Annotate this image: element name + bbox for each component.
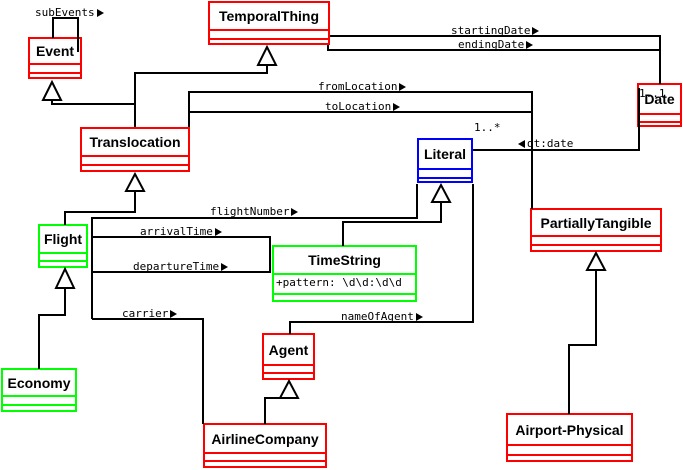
class-box-airportphysical[interactable]: Airport-Physical	[506, 413, 633, 462]
assoc-label-fromlocation: fromLocation	[318, 81, 407, 92]
attribute-compartment	[264, 364, 313, 372]
arrow-right-icon	[214, 228, 222, 236]
generalization-line-translocation-event	[51, 100, 135, 105]
attribute-compartment: +pattern: \d\d:\d\d	[274, 273, 415, 293]
attribute-compartment	[210, 29, 328, 38]
operation-compartment	[205, 460, 325, 470]
class-title: Airport-Physical	[515, 421, 624, 438]
class-box-flight[interactable]: Flight	[38, 224, 88, 268]
class-title: Economy	[7, 374, 71, 391]
attribute-compartment	[40, 252, 86, 260]
generalization-line-economy-flight	[38, 288, 66, 369]
arrow-right-icon	[170, 310, 178, 318]
operation-compartment	[419, 177, 471, 185]
class-title: Event	[35, 43, 75, 59]
class-box-partiallytangible[interactable]: PartiallyTangible	[530, 208, 662, 252]
arrow-right-icon	[96, 9, 104, 17]
class-box-economy[interactable]: Economy	[1, 368, 77, 412]
arrow-right-icon	[399, 83, 407, 91]
operation-compartment	[508, 454, 631, 464]
attribute-compartment	[3, 395, 75, 404]
association-line-carrier	[92, 318, 204, 424]
assoc-label-arrivaltime: arrivalTime	[140, 226, 222, 237]
generalization-triangle-partiallytangible	[585, 250, 607, 271]
assoc-label-subevents: subEvents	[35, 7, 104, 18]
arrow-right-icon	[393, 103, 401, 111]
class-box-event[interactable]: Event	[28, 37, 82, 79]
class-box-temporalthing[interactable]: TemporalThing	[208, 1, 330, 45]
class-box-timestring[interactable]: TimeString +pattern: \d\d:\d\d	[272, 245, 417, 302]
arrow-right-icon	[415, 313, 423, 321]
attribute-compartment	[639, 113, 680, 121]
attribute-compartment	[419, 168, 471, 177]
operation-compartment	[82, 164, 188, 174]
multiplicity-label-literal: 1..*	[474, 121, 501, 134]
generalization-line-flight-translocation	[64, 191, 136, 225]
generalization-triangle-event	[41, 79, 63, 101]
assoc-label-carrier: carrier	[122, 308, 178, 319]
arrow-right-icon	[221, 263, 229, 271]
class-title: AirlineCompany	[211, 430, 319, 447]
class-box-literal[interactable]: Literal	[417, 138, 473, 183]
generalization-triangle-flight	[54, 266, 76, 289]
class-box-agent[interactable]: Agent	[262, 333, 315, 380]
generalization-triangle-literal	[430, 182, 452, 203]
operation-compartment	[40, 260, 86, 270]
operation-compartment	[274, 293, 415, 302]
generalization-line-airportphysical-partiallytangible	[568, 270, 597, 414]
attribute-compartment	[532, 235, 660, 244]
attribute-compartment	[508, 444, 631, 454]
class-box-translocation[interactable]: Translocation	[80, 127, 190, 172]
assoc-label-endingdate: endingDate	[458, 39, 534, 50]
arrow-left-icon	[518, 140, 525, 148]
attribute-compartment	[30, 63, 80, 72]
operation-compartment	[639, 121, 680, 129]
class-box-date[interactable]: Date	[637, 83, 682, 127]
class-title: TemporalThing	[218, 8, 320, 24]
generalization-line-translocation-temporalthing	[134, 66, 268, 127]
multiplicity-label-date: 1..1	[639, 87, 666, 100]
generalization-line-timestring-literal	[342, 202, 442, 246]
class-box-airlinecompany[interactable]: AirlineCompany	[203, 423, 327, 468]
generalization-triangle-temporalthing	[256, 44, 278, 66]
class-title: TimeString	[308, 252, 381, 268]
assoc-label-flightnumber: flightNumber	[210, 206, 299, 217]
class-title: Flight	[43, 231, 83, 247]
generalization-triangle-translocation	[124, 171, 146, 192]
assoc-label-startingdate: startingDate	[451, 25, 540, 36]
attribute-compartment	[82, 155, 188, 164]
attribute-compartment	[205, 452, 325, 460]
operation-compartment	[264, 372, 313, 382]
arrow-right-icon	[291, 208, 299, 216]
operation-compartment	[30, 72, 80, 81]
class-title: Date	[644, 91, 675, 107]
arrow-right-icon	[532, 27, 540, 35]
class-title: Translocation	[89, 134, 181, 150]
operation-compartment	[532, 244, 660, 254]
arrow-right-icon	[526, 41, 534, 49]
assoc-label-dtdate: dt:date	[518, 138, 573, 149]
assoc-label-tolocation: toLocation	[325, 101, 401, 112]
class-title: PartiallyTangible	[540, 214, 652, 231]
generalization-triangle-agent	[278, 378, 300, 399]
class-title: Literal	[423, 146, 466, 162]
operation-compartment	[210, 38, 328, 47]
assoc-label-departuretime: departureTime	[133, 261, 229, 272]
operation-compartment	[3, 404, 75, 414]
assoc-label-nameofagent: nameOfAgent	[341, 311, 423, 322]
class-title: Agent	[268, 341, 309, 358]
generalization-line-airlinecompany-agent	[264, 397, 289, 424]
